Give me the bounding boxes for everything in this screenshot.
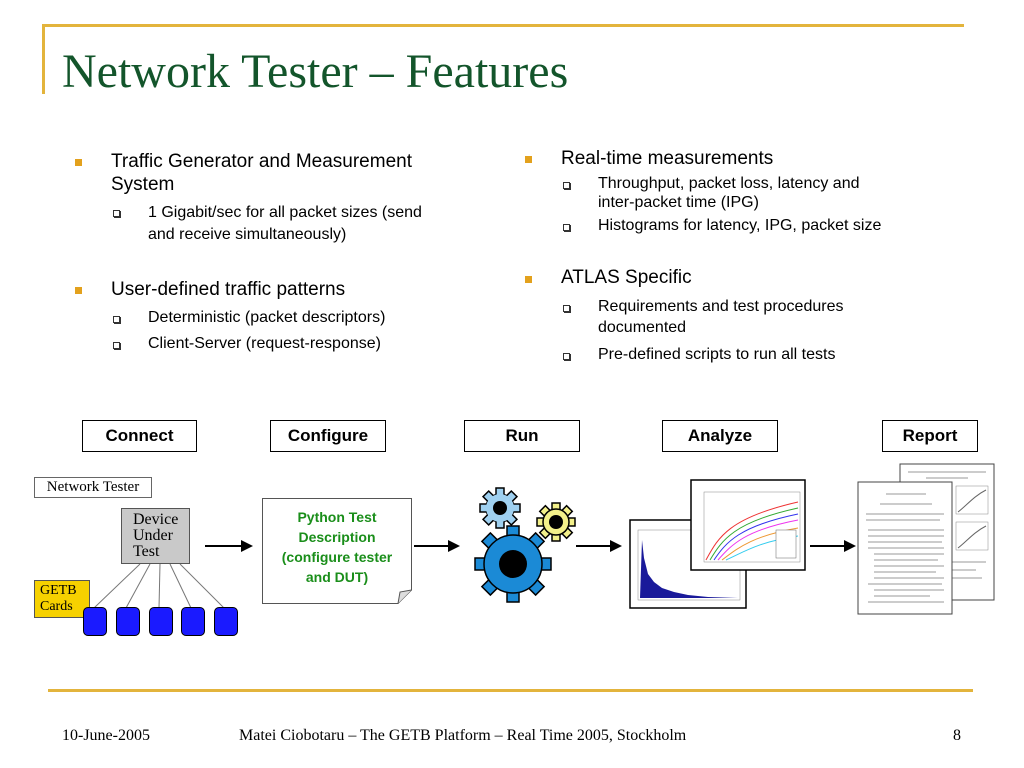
gear-small-yellow-icon — [536, 502, 576, 542]
bullet-text: ATLAS Specific — [561, 267, 692, 288]
device-under-test-box: Device Under Test — [121, 508, 190, 564]
getb-card — [149, 607, 173, 636]
bullet-icon — [75, 287, 82, 294]
arrow-icon — [205, 540, 253, 552]
gear-large-blue-icon — [474, 525, 552, 603]
python-line: and DUT) — [305, 569, 369, 585]
gear-small-blue-icon — [479, 487, 521, 529]
arrow-icon — [576, 540, 622, 552]
gears-icon — [474, 487, 576, 603]
sub-bullet-text: and receive simultaneously) — [148, 226, 347, 243]
slide-title: Network Tester – Features — [62, 45, 569, 98]
footer-center-text: Matei Ciobotaru – The GETB Platform – Re… — [239, 727, 687, 744]
sub-bullet-icon — [563, 353, 570, 360]
title-frame-top — [42, 24, 964, 27]
report-documents-image — [857, 463, 995, 615]
connection-lines — [93, 563, 225, 609]
step-configure: Configure — [270, 420, 386, 452]
sub-bullet-icon — [563, 305, 570, 312]
dut-line: Test — [133, 543, 160, 560]
sub-bullet-text: Requirements and test procedures — [598, 298, 844, 315]
dut-line: Under — [133, 527, 173, 544]
network-tester-label: Network Tester — [34, 477, 152, 498]
python-test-description: Python Test Description (configure teste… — [262, 507, 412, 587]
step-analyze: Analyze — [662, 420, 778, 452]
sub-bullet-text: Pre-defined scripts to run all tests — [598, 346, 836, 363]
getb-card — [181, 607, 205, 636]
sub-bullet-text: documented — [598, 319, 687, 336]
bullet-text: Traffic Generator and Measurement — [111, 151, 412, 172]
getb-card — [214, 607, 238, 636]
document-icon — [262, 498, 412, 604]
sub-bullet-text: Deterministic (packet descriptors) — [148, 309, 386, 326]
step-report: Report — [882, 420, 978, 452]
getb-card — [83, 607, 107, 636]
sub-bullet-icon — [113, 316, 120, 323]
step-connect: Connect — [82, 420, 197, 452]
arrow-icon — [414, 540, 460, 552]
title-frame-left — [42, 24, 45, 94]
arrow-icon — [810, 540, 856, 552]
footer-date: 10-June-2005 — [62, 727, 150, 744]
getb-line: GETB — [40, 583, 77, 598]
step-run: Run — [464, 420, 580, 452]
getb-line: Cards — [40, 599, 73, 614]
sub-bullet-icon — [113, 342, 120, 349]
python-line: Description — [298, 529, 376, 545]
python-line: Python Test — [297, 509, 377, 525]
sub-bullet-icon — [563, 224, 570, 231]
sub-bullet-text: Client-Server (request-response) — [148, 335, 381, 352]
bullet-icon — [75, 159, 82, 166]
latency-plot-image — [690, 479, 806, 571]
bullet-icon — [525, 156, 532, 163]
footer-rule — [48, 689, 973, 692]
sub-bullet-text: Throughput, packet loss, latency and — [598, 175, 860, 192]
sub-bullet-icon — [113, 210, 120, 217]
python-line: (configure tester — [281, 549, 393, 565]
sub-bullet-icon — [563, 182, 570, 189]
bullet-text: System — [111, 174, 175, 195]
slide-number: 8 — [953, 727, 961, 744]
report-page-front — [857, 481, 953, 615]
bullet-text: Real-time measurements — [561, 148, 774, 169]
bullet-icon — [525, 276, 532, 283]
sub-bullet-text: 1 Gigabit/sec for all packet sizes (send — [148, 204, 422, 221]
sub-bullet-text: inter-packet time (IPG) — [598, 194, 759, 211]
getb-cards-label: GETB Cards — [34, 580, 90, 618]
dut-line: Device — [133, 511, 179, 528]
sub-bullet-text: Histograms for latency, IPG, packet size — [598, 217, 882, 234]
analysis-plots-image — [629, 479, 806, 609]
bullet-text: User-defined traffic patterns — [111, 279, 346, 300]
getb-card — [116, 607, 140, 636]
